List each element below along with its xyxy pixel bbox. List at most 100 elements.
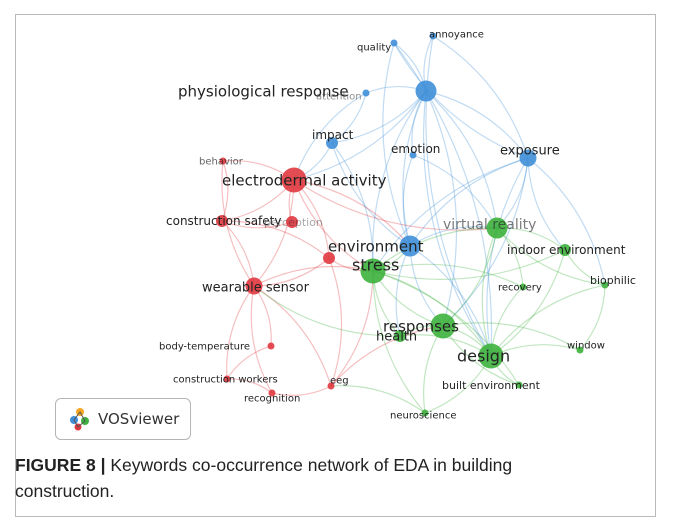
label-window: window [567,341,605,352]
edge-attention-electrodermal_activity [293,92,367,181]
edge-annoyance-exposure [432,35,529,159]
node-health[interactable] [394,330,406,342]
edge-construction_safety-red_hub [221,220,330,259]
edge-eeg-stress [330,270,374,387]
node-exposure[interactable] [519,149,537,167]
label-attention: attention [316,92,362,103]
label-emotion: emotion [391,142,440,156]
node-wearable-sensor[interactable] [245,277,263,295]
edge-quality-environment [382,42,411,247]
label-wearable-sensor: wearable sensor [202,281,310,296]
node-virtual-reality[interactable] [486,217,508,239]
label-virtual-reality: virtual reality [443,217,536,233]
edge-biophilic-window [579,284,606,351]
label-built-environment: built environment [442,379,541,392]
caption-text: Keywords co-occurrence network of EDA in… [15,455,513,501]
edge-wearable_sensor-eeg [253,285,332,387]
edge-impact-stress [331,142,374,272]
edge-window-responses [442,322,581,351]
node-red-hub[interactable] [323,252,335,264]
edge-exposure-biophilic [527,157,606,286]
edge-physiological_response-design [423,90,492,357]
edge-physiological_response-exposure [425,90,529,159]
node-perception[interactable] [286,216,298,228]
node-recovery[interactable] [519,283,527,291]
edge-physiological_response-environment [402,90,427,247]
label-physiological-response: physiological response [178,82,349,100]
edge-quality-design [393,42,493,357]
edge-physiological_response-electrodermal_activity [293,90,427,181]
node-impact[interactable] [326,137,338,149]
vosviewer-label: VOSviewer [98,410,180,428]
edge-electrodermal_activity-virtual_reality [293,179,498,231]
edge-red_hub-eeg [328,257,343,387]
edge-eeg-responses [330,325,444,387]
edge-emotion-virtual_reality [412,154,498,229]
edge-recognition-eeg [271,385,332,396]
edge-wearable_sensor-recognition [250,285,273,394]
node-physiological-response[interactable] [415,80,437,102]
figure-caption: FIGURE 8 | Keywords co-occurrence networ… [15,452,615,504]
edge-stress-recovery [372,263,524,288]
node-built-environment[interactable] [515,381,523,389]
node-stress[interactable] [360,258,386,284]
node-design[interactable] [478,343,504,369]
label-perception: perception [264,216,323,229]
node-quality[interactable] [390,39,398,47]
edge-biophilic-design [490,284,606,357]
label-exposure: exposure [500,144,560,159]
label-environment: environment [328,237,424,255]
edge-wearable_sensor-stress [253,265,374,287]
node-environment[interactable] [399,235,421,257]
edge-neuroscience-eeg [330,385,426,414]
node-recognition[interactable] [268,389,276,397]
label-design: design [457,347,510,366]
edge-environment-design [409,245,492,357]
node-annoyance[interactable] [429,32,437,40]
label-health: health [376,330,417,345]
label-recovery: recovery [498,283,542,294]
node-biophilic[interactable] [601,281,609,289]
label-behavior: behavior [199,157,244,168]
edge-indoor_environment-design [490,249,566,357]
edge-stress-indoor_environment [372,249,566,280]
node-emotion[interactable] [409,151,417,159]
edge-stress-virtual_reality [372,227,498,272]
edge-physiological_response-responses [425,90,458,327]
node-responses[interactable] [430,313,456,339]
node-electrodermal-activity[interactable] [281,167,307,193]
label-responses: responses [383,317,459,335]
node-indoor-environment[interactable] [559,244,571,256]
edge-quality-exposure [393,42,529,159]
label-body-temperature: body-temperature [159,342,250,353]
node-window[interactable] [576,346,584,354]
edge-wearable_sensor-construction_workers [226,285,255,380]
label-annoyance: annoyance [429,30,484,41]
node-construction-workers[interactable] [223,375,231,383]
edge-stress-design [372,270,492,357]
edge-virtual_reality-biophilic [496,227,606,286]
edge-virtual_reality-design [481,227,498,357]
node-eeg[interactable] [327,382,335,390]
edge-body_temperature-construction_workers [226,345,272,380]
edge-health-wearable_sensor [253,285,401,337]
node-behavior[interactable] [219,157,227,165]
edge-impact-environment [331,142,411,247]
edge-electrodermal_activity-environment [293,179,411,247]
edge-exposure-indoor_environment [527,157,566,251]
edge-exposure-design [486,157,529,357]
edge-exposure-environment [409,157,529,247]
node-body-temperature[interactable] [267,342,275,350]
edge-construction_safety-wearable_sensor [221,220,255,287]
network-nodes [216,32,609,417]
edge-physiological_response-impact [331,90,427,144]
node-attention[interactable] [362,89,370,97]
node-construction-safety[interactable] [216,215,228,227]
label-eeg: eeg [330,376,349,387]
label-construction-workers: construction workers [173,375,278,386]
node-neuroscience[interactable] [421,409,429,417]
edge-behavior-wearable_sensor [221,160,255,287]
